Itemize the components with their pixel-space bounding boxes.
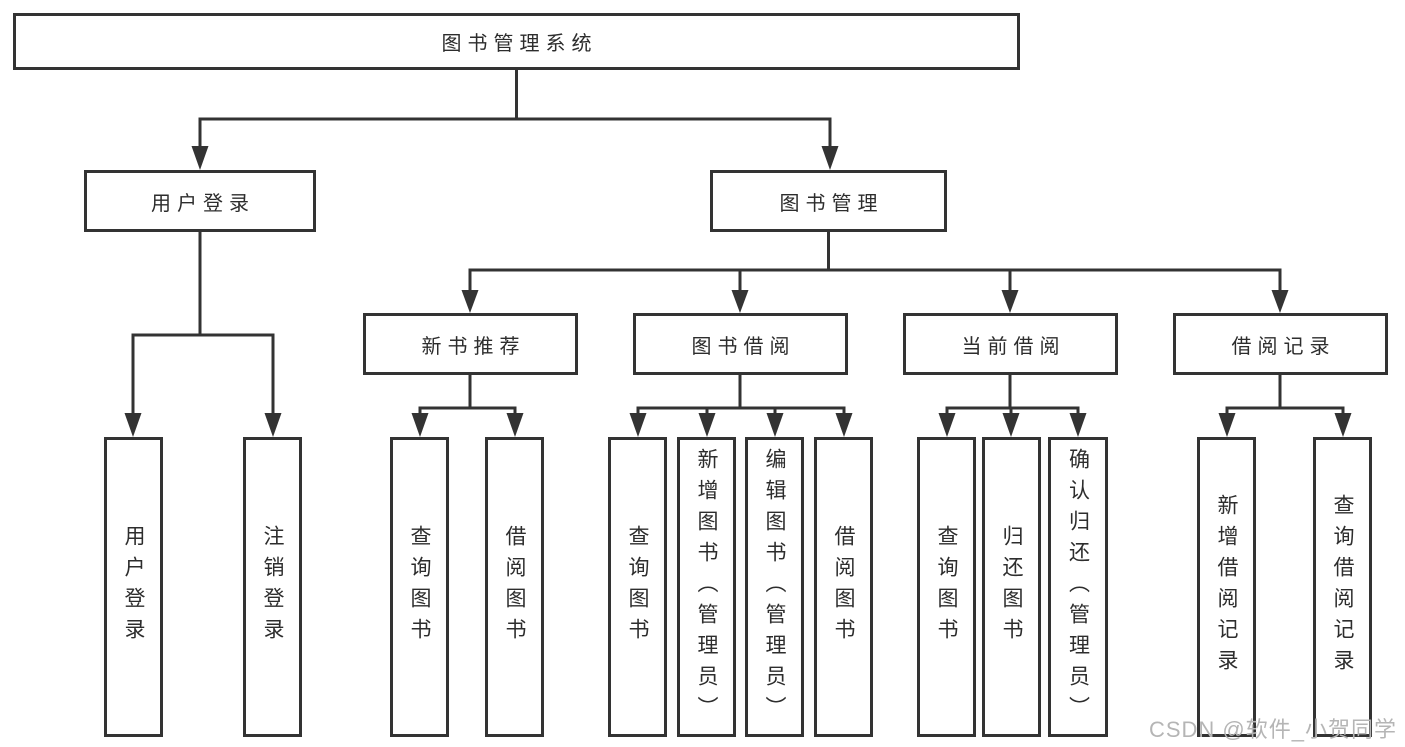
node-current-borrow: 当前借阅 bbox=[903, 313, 1118, 375]
node-borrow-records: 借阅记录 bbox=[1173, 313, 1388, 375]
arrowhead bbox=[1271, 290, 1289, 313]
leaf-newbook-query-books: 查询图书 bbox=[390, 437, 449, 737]
leaf-records-add-record: 新增借阅记录 bbox=[1197, 437, 1256, 737]
arrowhead bbox=[1334, 413, 1352, 437]
arrowhead bbox=[1218, 413, 1236, 437]
node-new-book-recommend: 新书推荐 bbox=[363, 313, 578, 375]
arrowhead bbox=[629, 413, 647, 437]
leaf-borrow-edit-books-admin: 编辑图书（管理员） bbox=[745, 437, 804, 737]
arrowhead bbox=[411, 413, 429, 437]
arrowhead bbox=[124, 413, 142, 437]
node-new-book-recommend-label: 新书推荐 bbox=[421, 335, 526, 358]
node-user-login: 用户登录 bbox=[84, 170, 316, 232]
arrowhead bbox=[938, 413, 956, 437]
node-user-login-label: 用户登录 bbox=[151, 192, 255, 215]
arrowhead bbox=[766, 413, 784, 437]
arrowhead bbox=[506, 413, 524, 437]
csdn-watermark: CSDN @软件_小贺同学 bbox=[1148, 717, 1397, 742]
arrowhead bbox=[731, 290, 749, 313]
leaf-borrow-add-books-admin: 新增图书（管理员） bbox=[677, 437, 736, 737]
leaf-current-query-books: 查询图书 bbox=[917, 437, 976, 737]
node-book-management-label: 图书管理 bbox=[779, 192, 884, 215]
node-library-system: 图书管理系统 bbox=[13, 13, 1020, 70]
leaf-newbook-borrow-books: 借阅图书 bbox=[485, 437, 544, 737]
arrowhead bbox=[1002, 413, 1020, 437]
leaf-borrow-query-books: 查询图书 bbox=[608, 437, 667, 737]
arrowhead bbox=[835, 413, 853, 437]
leaf-borrow-borrow-books: 借阅图书 bbox=[814, 437, 873, 737]
arrowhead bbox=[698, 413, 716, 437]
leaf-logout: 注销登录 bbox=[243, 437, 302, 737]
leaf-user-login: 用户登录 bbox=[104, 437, 163, 737]
node-book-borrow-label: 图书借阅 bbox=[691, 335, 796, 358]
arrowhead bbox=[1001, 290, 1019, 313]
leaf-current-return-books: 归还图书 bbox=[982, 437, 1041, 737]
node-library-system-label: 图书管理系统 bbox=[441, 33, 598, 55]
arrowhead bbox=[1069, 413, 1087, 437]
arrowhead bbox=[191, 146, 209, 170]
node-borrow-records-label: 借阅记录 bbox=[1231, 335, 1336, 358]
arrowhead bbox=[461, 290, 479, 313]
leaf-records-query-record: 查询借阅记录 bbox=[1313, 437, 1372, 737]
node-book-management: 图书管理 bbox=[710, 170, 947, 232]
node-book-borrow: 图书借阅 bbox=[633, 313, 848, 375]
node-current-borrow-label: 当前借阅 bbox=[961, 335, 1066, 358]
arrowhead bbox=[264, 413, 282, 437]
leaf-current-confirm-return-admin: 确认归还（管理员） bbox=[1048, 437, 1108, 737]
arrowhead bbox=[821, 146, 839, 170]
